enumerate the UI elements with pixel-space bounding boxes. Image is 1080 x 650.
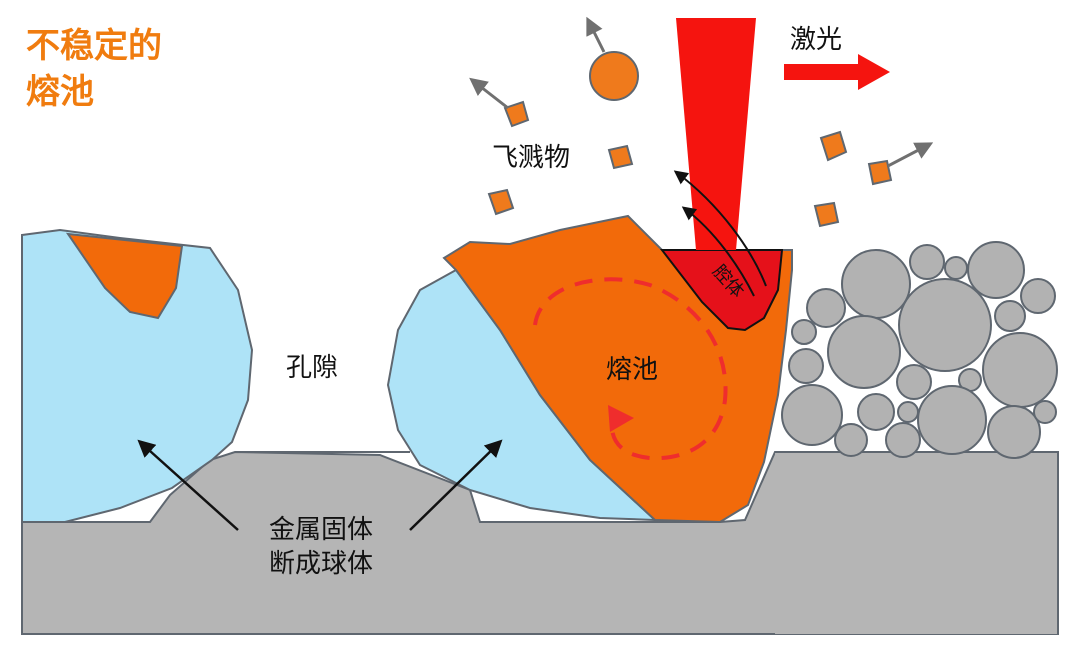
- spatter-particle-1: [503, 100, 530, 128]
- circulation-flow-dashed: [533, 277, 728, 461]
- spatter-particle-3: [487, 188, 515, 216]
- spatter-arrow-large: [586, 16, 606, 53]
- laser-direction-arrow: [784, 54, 890, 90]
- spatter-arrow-right: [887, 142, 934, 168]
- title-line-2: 熔池: [26, 72, 94, 112]
- powder-particle: [909, 244, 945, 280]
- pore-label: 孔隙: [286, 353, 339, 383]
- spatter-particle-6: [813, 201, 840, 228]
- laser-label: 激光: [790, 25, 843, 55]
- powder-particle: [857, 393, 895, 431]
- spatter-arrow-left: [469, 77, 509, 110]
- circulation-arrowhead: [608, 405, 634, 432]
- molten-cap-left: [65, 232, 184, 320]
- substrate-top-right: [775, 452, 1058, 634]
- spatter-ball-large: [589, 51, 639, 101]
- flow-arrow-1: [673, 170, 767, 287]
- spatter-particle-2: [607, 144, 634, 170]
- powder-particle: [827, 315, 901, 389]
- powder-particle: [917, 385, 987, 455]
- powder-particle: [896, 364, 932, 400]
- laser-beam: [676, 18, 756, 250]
- spatter-particle-5: [867, 159, 893, 186]
- powder-particle: [885, 422, 921, 458]
- powder-particle: [806, 288, 846, 328]
- melt-pool-label: 熔池: [606, 355, 659, 385]
- powder-particle: [967, 241, 1025, 299]
- powder-particle: [982, 332, 1058, 408]
- solid-metal-left: [21, 228, 254, 523]
- powder-particle: [898, 278, 992, 372]
- powder-particle: [791, 319, 817, 345]
- powder-particle: [1020, 278, 1056, 314]
- powder-bed: [781, 241, 1058, 459]
- solid-metal-label-line2: 断成球体: [268, 549, 373, 579]
- powder-particle: [834, 423, 868, 457]
- powder-particle: [788, 348, 824, 384]
- pointer-arrow-right-ball: [409, 439, 503, 531]
- powder-particle: [897, 401, 919, 423]
- powder-particle: [841, 249, 911, 319]
- powder-particle: [944, 256, 968, 280]
- powder-particle: [781, 384, 843, 446]
- spatter-particle-4: [819, 130, 848, 162]
- title-line-1: 不稳定的: [26, 26, 162, 66]
- powder-particle: [1033, 400, 1057, 424]
- flow-arrow-2: [681, 206, 755, 297]
- spatter-label: 飞溅物: [492, 143, 571, 173]
- powder-particle: [987, 405, 1041, 459]
- solid-metal-label-line1: 金属固体: [268, 515, 373, 545]
- powder-particle: [994, 300, 1026, 332]
- keyhole-cavity: [659, 249, 784, 332]
- pointer-arrow-left-ball: [137, 439, 239, 531]
